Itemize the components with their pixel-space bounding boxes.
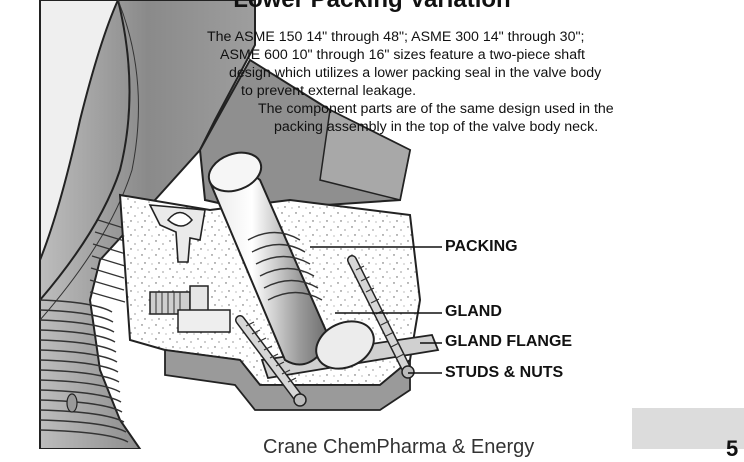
callout-gland: GLAND (445, 303, 502, 320)
description-line: ASME 600 10" through 16" sizes feature a… (220, 47, 585, 63)
shaft-assembly (207, 151, 375, 370)
side-bolt (149, 285, 231, 333)
description-line: design which utilizes a lower packing se… (229, 65, 602, 81)
valve-illustration (39, 0, 442, 449)
footer-publisher: Crane ChemPharma & Energy (263, 436, 535, 458)
page-title: Lower Packing Variation (0, 0, 744, 13)
description-line: The component parts are of the same desi… (258, 101, 614, 117)
callout-studs-nuts: STUDS & NUTS (445, 364, 564, 381)
page-number: 5 (726, 436, 739, 461)
description-line: to prevent external leakage. (241, 83, 417, 99)
valve-disc (39, 0, 120, 261)
leader-lines (310, 246, 442, 374)
description-line: The ASME 150 14" through 48"; ASME 300 1… (207, 29, 585, 45)
callout-packing: PACKING (445, 238, 518, 255)
description-line: packing assembly in the top of the valve… (274, 119, 599, 135)
body-ribs (39, 299, 129, 443)
studs (235, 255, 415, 407)
callout-gland-flange: GLAND FLANGE (445, 333, 573, 350)
page-tab (632, 408, 744, 449)
